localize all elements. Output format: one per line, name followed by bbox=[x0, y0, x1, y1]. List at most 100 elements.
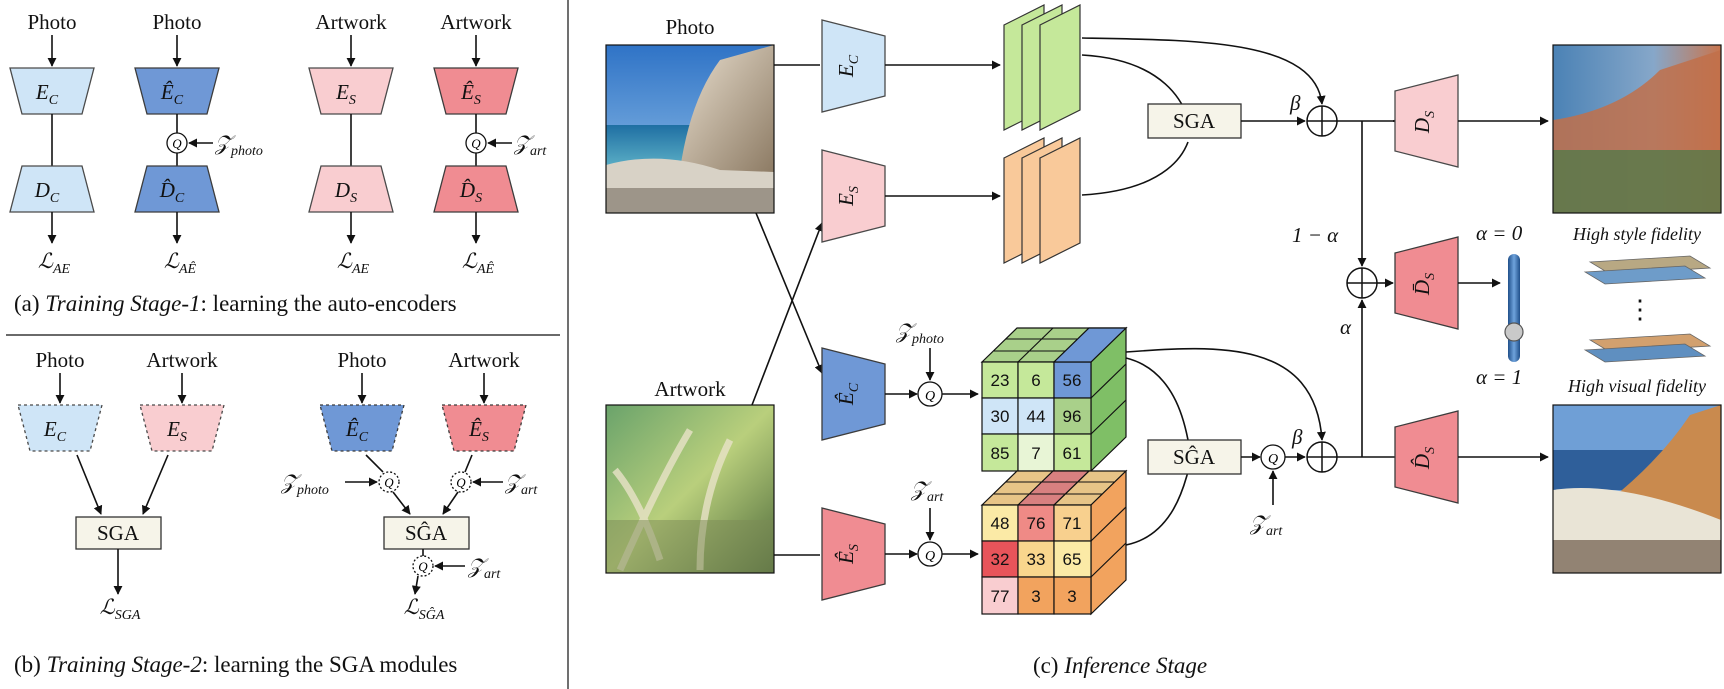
content-code-cell: 61 bbox=[1063, 444, 1082, 463]
codebook-art-label: 𝒵art bbox=[467, 554, 501, 582]
add-node-top bbox=[1306, 105, 1338, 137]
alpha-label: α bbox=[1340, 315, 1352, 339]
artwork-input-label: Artwork bbox=[146, 348, 218, 372]
encoder-content-trapezoid bbox=[9, 67, 95, 115]
add-node-blend bbox=[1346, 267, 1378, 299]
quantizer-label: Q bbox=[172, 136, 182, 151]
sga-module-label: SGA bbox=[97, 521, 140, 545]
frozen-encoder-style-trapezoid bbox=[139, 404, 225, 452]
codebook-photo-label: 𝒵photo bbox=[895, 319, 944, 347]
decoder-style-trapezoid bbox=[1394, 74, 1459, 168]
quantizer-label: Q bbox=[1268, 452, 1278, 467]
sga-module-box bbox=[75, 516, 162, 550]
quantized-encoder-content-label: ÊC bbox=[345, 417, 369, 445]
quantized-content-code-cube: 23 6 56 30 44 96 85 7 61 bbox=[980, 326, 1128, 473]
output-visual-image bbox=[1552, 404, 1722, 574]
encoder-style-trapezoid bbox=[308, 67, 394, 115]
loss-ae-hat-label: ℒAÊ bbox=[462, 249, 495, 277]
quantizer-node bbox=[450, 471, 472, 493]
codebook-art-label: 𝒵art bbox=[504, 470, 538, 498]
style-code-cell: 76 bbox=[1027, 514, 1046, 533]
quantizer-label: Q bbox=[925, 549, 935, 564]
artwork-input-label: Artwork bbox=[440, 10, 512, 34]
alpha-slider[interactable] bbox=[1504, 254, 1524, 362]
style-code-cell: 48 bbox=[991, 514, 1010, 533]
encoder-style-label: ES bbox=[335, 80, 356, 108]
quantized-sga-module-label: SĜA bbox=[1173, 445, 1216, 469]
loss-sga-label: ℒSGA bbox=[100, 595, 141, 623]
content-code-cell: 85 bbox=[991, 444, 1010, 463]
quantized-encoder-content-trapezoid bbox=[821, 347, 886, 441]
alpha-one-label: α = 1 bbox=[1476, 365, 1522, 389]
quantized-decoder-content-trapezoid bbox=[134, 165, 220, 213]
caption-c: (c) Inference Stage bbox=[1033, 653, 1207, 678]
style-cube-front-face bbox=[981, 504, 1092, 615]
quantized-sga-module-box bbox=[1147, 439, 1242, 475]
content-code-cell: 30 bbox=[991, 407, 1010, 426]
style-fidelity-label: High style fidelity bbox=[1572, 224, 1701, 244]
quantized-encoder-style-label: ÊS bbox=[834, 544, 862, 565]
quantizer-label: Q bbox=[384, 475, 394, 490]
caption-a: (a) Training Stage-1: learning the auto-… bbox=[14, 291, 457, 316]
encoder-content-label: EC bbox=[43, 417, 67, 445]
loss-ae-label: ℒAE bbox=[337, 249, 370, 277]
content-code-cell: 56 bbox=[1063, 371, 1082, 390]
beta-weight-label: β bbox=[1289, 91, 1301, 115]
content-feature-map-stack bbox=[1003, 4, 1081, 131]
content-cube-front-face bbox=[981, 361, 1092, 472]
style-code-cell: 32 bbox=[991, 550, 1010, 569]
encoder-style-label: ES bbox=[166, 417, 187, 445]
artwork-image-title: Artwork bbox=[654, 377, 726, 401]
quantized-encoder-content-trapezoid bbox=[134, 67, 220, 115]
content-code-cell: 6 bbox=[1031, 371, 1040, 390]
decoder-content-trapezoid bbox=[9, 165, 95, 213]
style-code-cell: 3 bbox=[1067, 587, 1076, 606]
encoder-content-trapezoid bbox=[821, 19, 886, 113]
quantized-sga-module-box bbox=[383, 516, 470, 550]
photo-input-label: Photo bbox=[152, 10, 201, 34]
encoder-style-label: ES bbox=[834, 186, 862, 207]
artwork-input-label: Artwork bbox=[315, 10, 387, 34]
quantizer-label: Q bbox=[471, 136, 481, 151]
quantized-decoder-style-trapezoid bbox=[1394, 410, 1459, 504]
quantized-encoder-style-label: ÊS bbox=[460, 80, 481, 108]
loss-ae-hat-label: ℒAÊ bbox=[164, 249, 197, 277]
codebook-art-label: 𝒵art bbox=[1249, 511, 1283, 539]
artwork-input-label: Artwork bbox=[448, 348, 520, 372]
alpha-slider-handle[interactable] bbox=[1504, 322, 1524, 342]
output-style-image bbox=[1552, 44, 1722, 214]
style-code-cell: 33 bbox=[1027, 550, 1046, 569]
style-feature-map-stack bbox=[1003, 137, 1081, 264]
quantizer-node bbox=[412, 555, 434, 577]
quantized-encoder-content-label: ÊC bbox=[834, 382, 862, 406]
frozen-quantized-encoder-content-trapezoid bbox=[319, 404, 405, 452]
quantizer-label: Q bbox=[456, 475, 466, 490]
panel-b-training-stage-2: Photo EC Artwork ES SGA ℒSGA Photo ÊC Ar… bbox=[14, 348, 538, 677]
codebook-art-label: 𝒵art bbox=[513, 131, 547, 159]
photo-image-title: Photo bbox=[665, 15, 714, 39]
artwork-input-image bbox=[605, 404, 775, 574]
interpolated-output-stack bbox=[1583, 255, 1712, 363]
codebook-photo-label: 𝒵photo bbox=[214, 131, 263, 159]
style-code-cell: 77 bbox=[991, 587, 1010, 606]
encoder-content-label: EC bbox=[35, 80, 59, 108]
decoder-style-label: DS bbox=[334, 178, 357, 206]
content-code-cell: 96 bbox=[1063, 407, 1082, 426]
decoder-style-trapezoid bbox=[308, 165, 394, 213]
visual-fidelity-label: High visual fidelity bbox=[1567, 376, 1706, 396]
quantizer-node bbox=[378, 471, 400, 493]
quantizer-label: Q bbox=[418, 559, 428, 574]
sga-module-label: SGA bbox=[1173, 109, 1216, 133]
style-code-cell: 3 bbox=[1031, 587, 1040, 606]
quantized-decoder-content-label: D̂C bbox=[159, 178, 185, 206]
alpha-zero-label: α = 0 bbox=[1476, 221, 1523, 245]
quantized-decoder-style-label: D̂S bbox=[1410, 447, 1438, 470]
quantized-encoder-style-trapezoid bbox=[433, 67, 519, 115]
blended-decoder-style-trapezoid bbox=[1394, 236, 1459, 330]
quantized-decoder-style-label: D̂S bbox=[459, 178, 482, 206]
loss-sga-hat-label: ℒSĜA bbox=[404, 595, 445, 623]
photo-input-label: Photo bbox=[337, 348, 386, 372]
content-code-cell: 44 bbox=[1027, 407, 1046, 426]
caption-b: (b) Training Stage-2: learning the SGA m… bbox=[14, 652, 457, 677]
